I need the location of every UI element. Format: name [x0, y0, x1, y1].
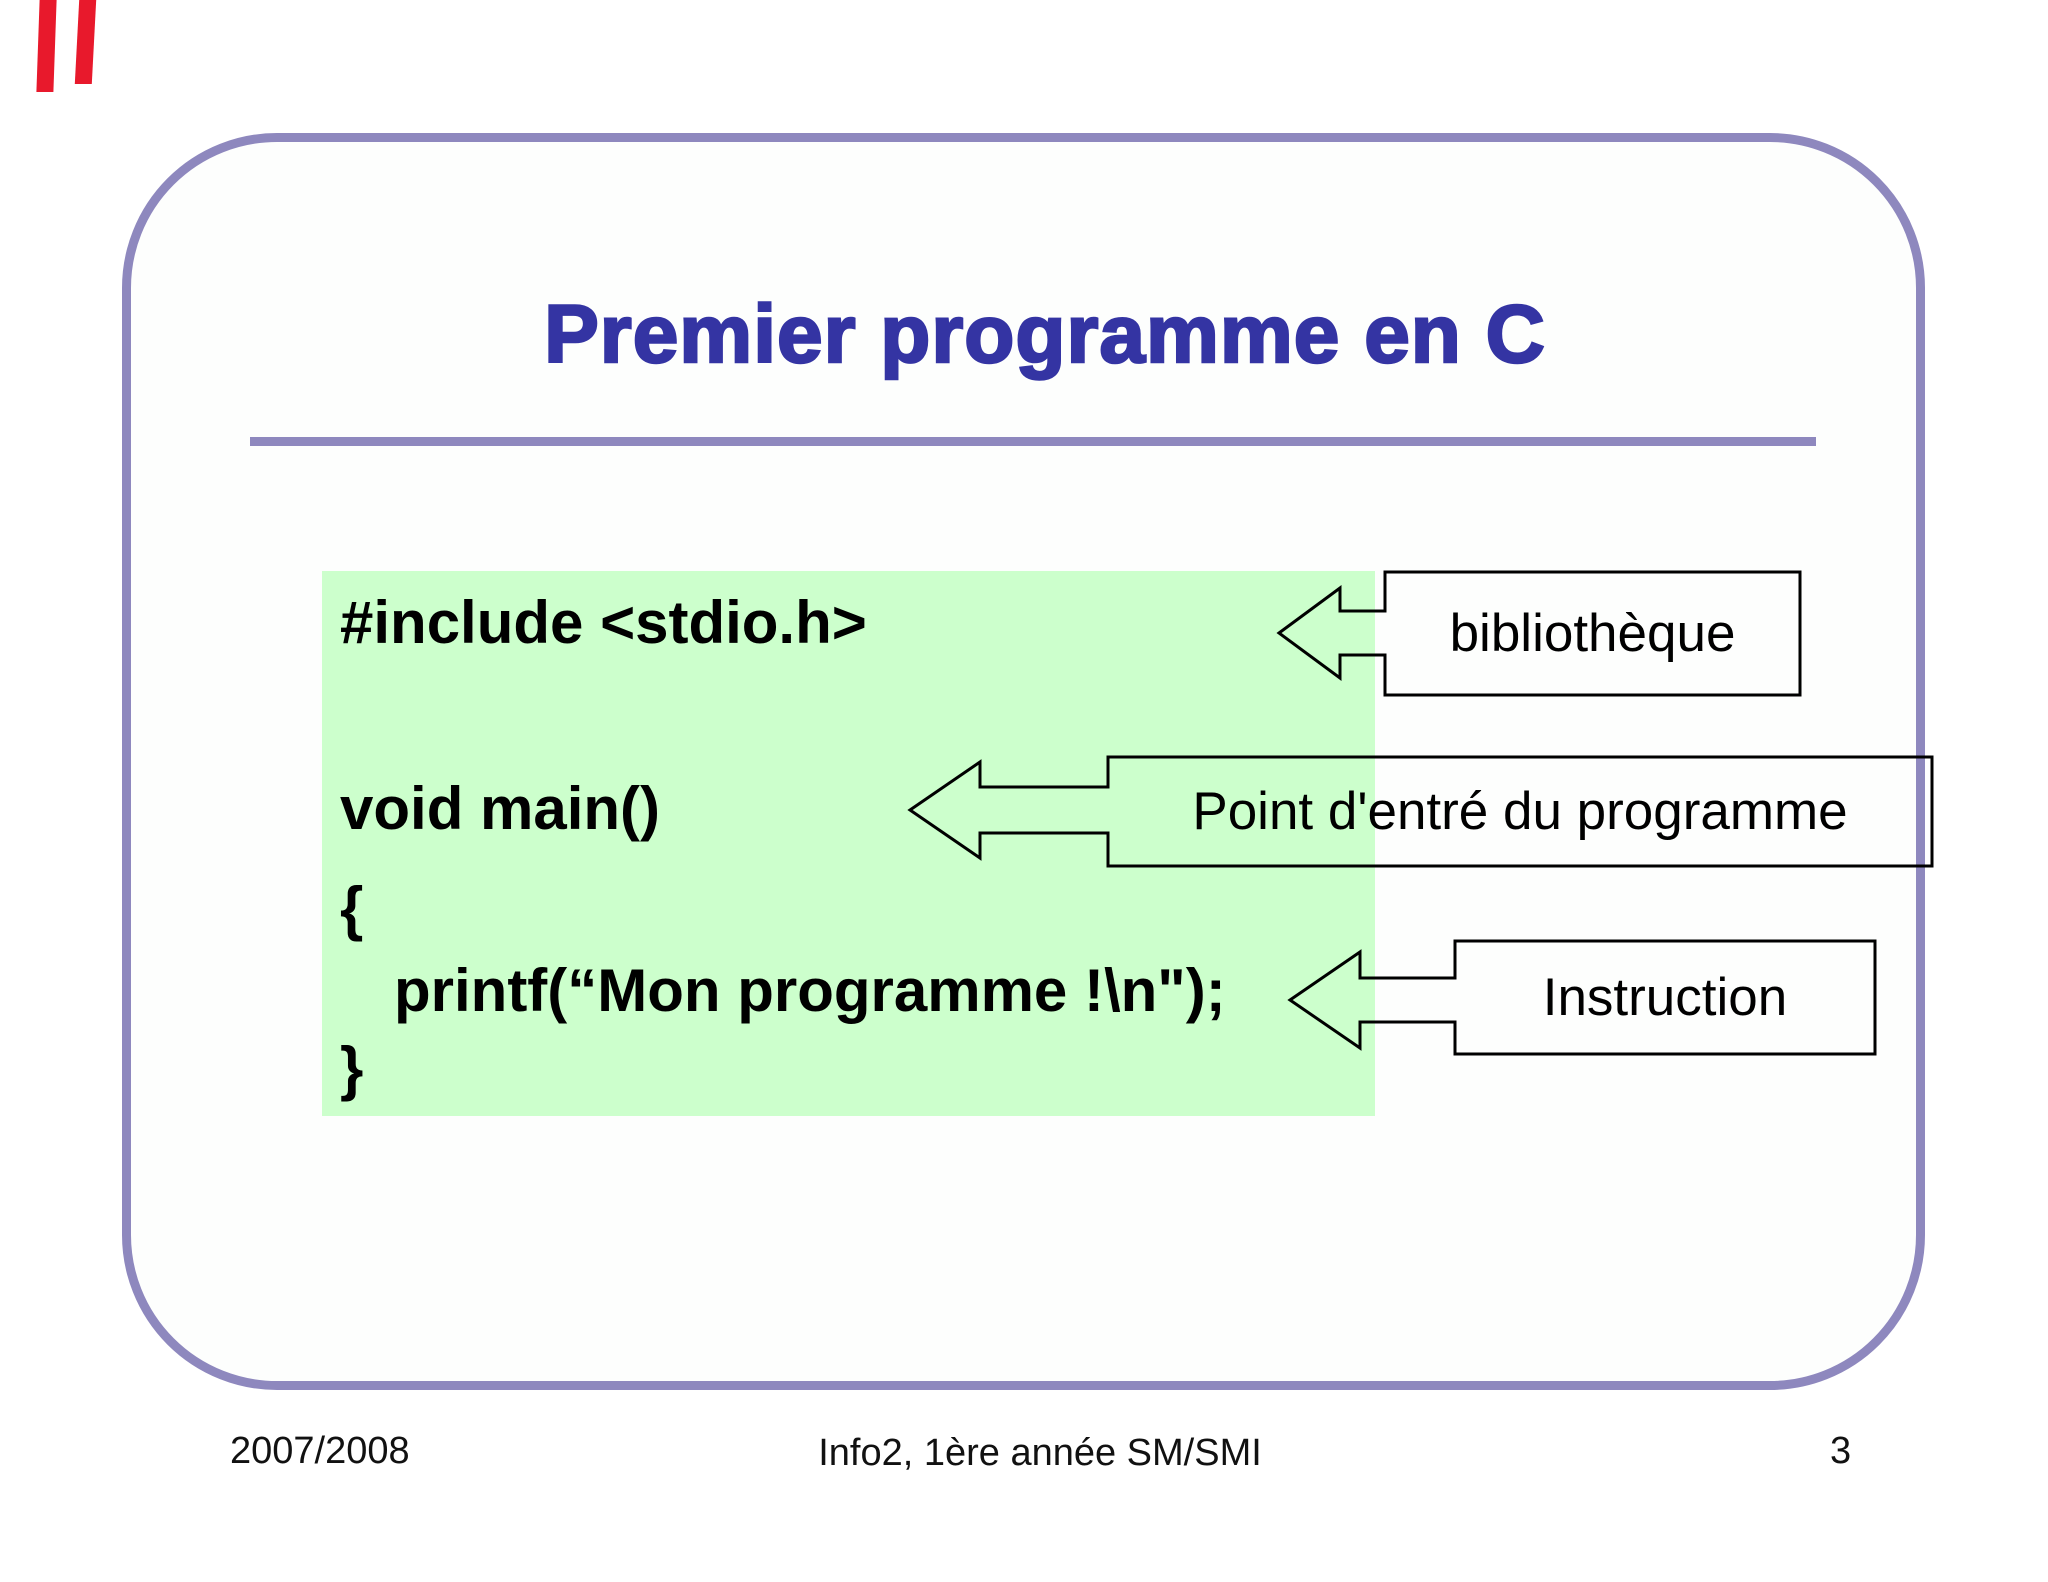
footer-page-number: 3 [1830, 1430, 1852, 1472]
callout-text: Instruction [1542, 968, 1788, 1027]
callout-arrow-icon [1287, 939, 1877, 1056]
corner-red-mark [36, 0, 57, 92]
code-line-main: void main() [340, 775, 661, 842]
code-line-close-brace: } [340, 1035, 364, 1102]
code-line-include: #include <stdio.h> [340, 589, 867, 656]
footer-course: Info2, 1ère année SM/SMI [818, 1432, 1262, 1474]
code-line-printf: printf(“Mon programme !\n"); [394, 957, 1226, 1024]
callout-arrow-icon [1276, 570, 1802, 697]
callout-label-point-entree: Point d'entré du programme [1108, 757, 1932, 866]
callout-arrow-icon [907, 755, 1934, 868]
callout-text: bibliothèque [1449, 604, 1736, 663]
callout-label-bibliotheque: bibliothèque [1385, 572, 1800, 695]
slide-title: Premier programme en C [543, 288, 1546, 382]
footer-year: 2007/2008 [230, 1430, 410, 1472]
code-panel: #include <stdio.h> void main() { printf(… [322, 571, 1375, 1116]
corner-red-mark [74, 0, 97, 84]
callout-label-instruction: Instruction [1455, 941, 1875, 1054]
callout-text: Point d'entré du programme [1192, 782, 1848, 841]
title-underline-rule [250, 437, 1816, 446]
code-line-open-brace: { [340, 875, 364, 942]
